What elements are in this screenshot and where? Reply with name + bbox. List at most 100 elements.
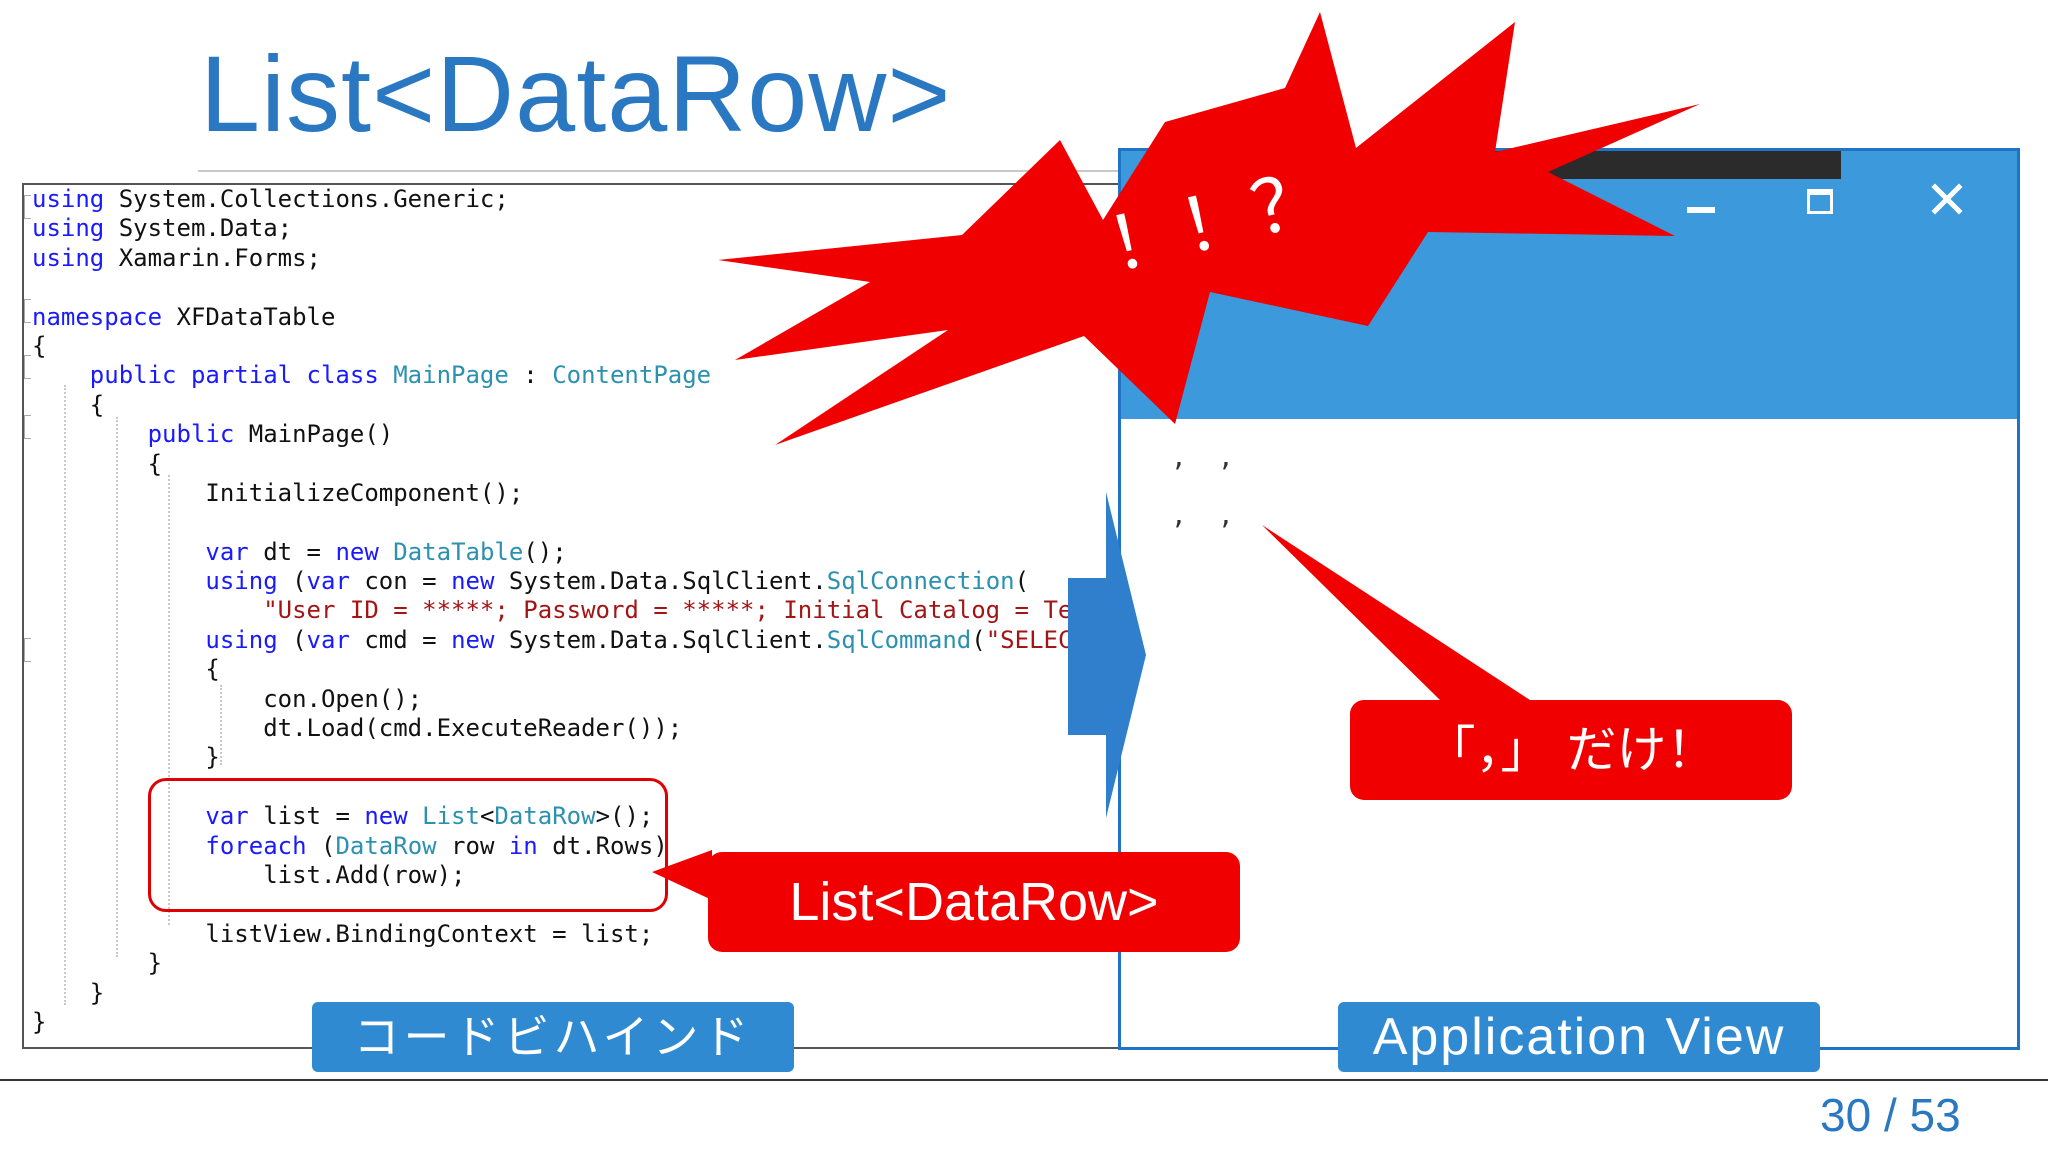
code-token: dt.Load(cmd.ExecuteReader());	[32, 714, 683, 743]
code-token: (	[971, 625, 986, 654]
page-total: 53	[1909, 1089, 1961, 1141]
code-line: "User ID = *****; Password = *****; Init…	[32, 596, 1124, 625]
code-token: List	[422, 802, 480, 831]
code-token: InitializeComponent();	[32, 478, 524, 507]
code-token: row	[436, 831, 509, 860]
page-separator: /	[1883, 1089, 1897, 1141]
code-token: DataRow	[335, 831, 437, 860]
code-token: }	[32, 978, 105, 1007]
collapse-marker	[24, 355, 31, 379]
code-token: ();	[523, 537, 567, 566]
application-view-label: Application View	[1338, 1002, 1820, 1072]
code-token: (	[306, 831, 336, 860]
code-token: foreach	[205, 831, 307, 860]
code-line: list.Add(row);	[32, 860, 1122, 890]
code-token: in	[508, 831, 538, 860]
code-token: new	[451, 625, 495, 654]
minimize-icon[interactable]	[1687, 207, 1715, 213]
comma-only-callout: 「，」 だけ！	[1350, 700, 1792, 800]
maximize-icon[interactable]	[1807, 189, 1833, 214]
code-token: {	[32, 449, 163, 478]
code-token: namespace	[32, 302, 163, 331]
code-token: (	[277, 567, 307, 596]
code-behind-label: コードビハインド	[312, 1002, 794, 1072]
code-line: InitializeComponent();	[32, 478, 1122, 508]
collapse-marker	[24, 299, 31, 323]
code-line: }	[32, 978, 1122, 1008]
code-line: using (var con = new System.Data.SqlClie…	[32, 567, 1122, 596]
code-token: {	[32, 331, 47, 360]
code-token: var	[205, 537, 249, 566]
code-token: using	[205, 567, 278, 596]
callout-pointer	[1262, 525, 1530, 700]
code-line: var list = new List<DataRow>();	[32, 802, 1122, 831]
list-datarow-callout: List<DataRow>	[708, 852, 1240, 952]
collapse-marker	[24, 195, 31, 219]
title-divider	[198, 170, 1208, 172]
code-line: }	[32, 949, 1122, 978]
code-token: dt =	[248, 537, 336, 566]
code-line: listView.BindingContext = list;	[32, 920, 1122, 949]
code-token: Xamarin.Forms;	[104, 243, 321, 272]
code-token: DataTable	[393, 537, 524, 566]
code-line: public partial class MainPage : ContentP…	[32, 361, 1122, 390]
list-item: , ,	[1171, 501, 1234, 531]
page-number: 30	[1820, 1089, 1872, 1141]
list-item: , ,	[1171, 443, 1234, 473]
code-token: (	[1014, 567, 1030, 596]
code-token: SqlConnection	[826, 567, 1015, 596]
close-icon[interactable]	[1929, 181, 1965, 217]
code-token: new	[364, 802, 408, 831]
code-token: }	[32, 949, 163, 978]
code-line: {	[32, 449, 1122, 479]
code-token: dt.Rows)	[537, 831, 668, 860]
code-token: cmd =	[349, 625, 452, 654]
code-token: var	[306, 625, 350, 654]
indent-guide	[64, 385, 66, 1005]
code-token: {	[32, 390, 105, 419]
code-token: using	[32, 214, 105, 243]
code-line: public MainPage()	[32, 420, 1122, 449]
code-line: using Xamarin.Forms;	[32, 243, 1122, 273]
code-token: ContentPage	[552, 361, 712, 390]
code-line: }	[32, 1008, 1122, 1037]
code-highlight-box	[148, 778, 668, 912]
code-token: SqlCommand	[826, 625, 972, 654]
code-line: con.Open();	[32, 684, 1122, 714]
code-token: MainPage	[393, 361, 509, 390]
code-line: var dt = new DataTable();	[32, 537, 1122, 567]
code-token: >();	[595, 802, 654, 831]
code-token: new	[335, 537, 379, 566]
code-line: dt.Load(cmd.ExecuteReader());	[32, 714, 1122, 743]
code-line: }	[32, 743, 1122, 772]
code-token: XFDataTable	[162, 302, 336, 331]
code-token: "User ID = *****; Password = *****; Init…	[263, 596, 1124, 625]
code-line: using System.Collections.Generic;	[32, 185, 1122, 214]
code-line: foreach (DataRow row in dt.Rows)	[32, 831, 1122, 861]
code-token: list =	[248, 802, 365, 831]
code-line: using System.Data;	[32, 214, 1122, 243]
code-token: var	[306, 567, 350, 596]
indent-guide	[116, 417, 118, 957]
footer-divider	[0, 1079, 2048, 1081]
code-token: using	[205, 625, 278, 654]
page-indicator: 30 / 53	[1820, 1088, 1961, 1142]
code-line: {	[32, 390, 1122, 420]
code-token: DataRow	[494, 802, 596, 831]
code-token: public	[147, 420, 235, 449]
code-line: {	[32, 655, 1122, 684]
code-token: :	[508, 361, 553, 390]
code-token: con.Open();	[32, 684, 423, 713]
code-token: using	[32, 243, 105, 272]
code-token: System.Data;	[104, 214, 293, 243]
code-token: {	[32, 655, 220, 684]
code-token: MainPage()	[234, 420, 394, 449]
code-token: list.Add(row);	[32, 860, 466, 889]
code-token: <	[479, 802, 495, 831]
indent-guide	[220, 685, 222, 765]
right-arrow-icon	[1068, 492, 1146, 818]
callout-pointer	[652, 850, 712, 900]
code-token: public partial class	[89, 361, 379, 390]
code-token: }	[32, 743, 220, 772]
